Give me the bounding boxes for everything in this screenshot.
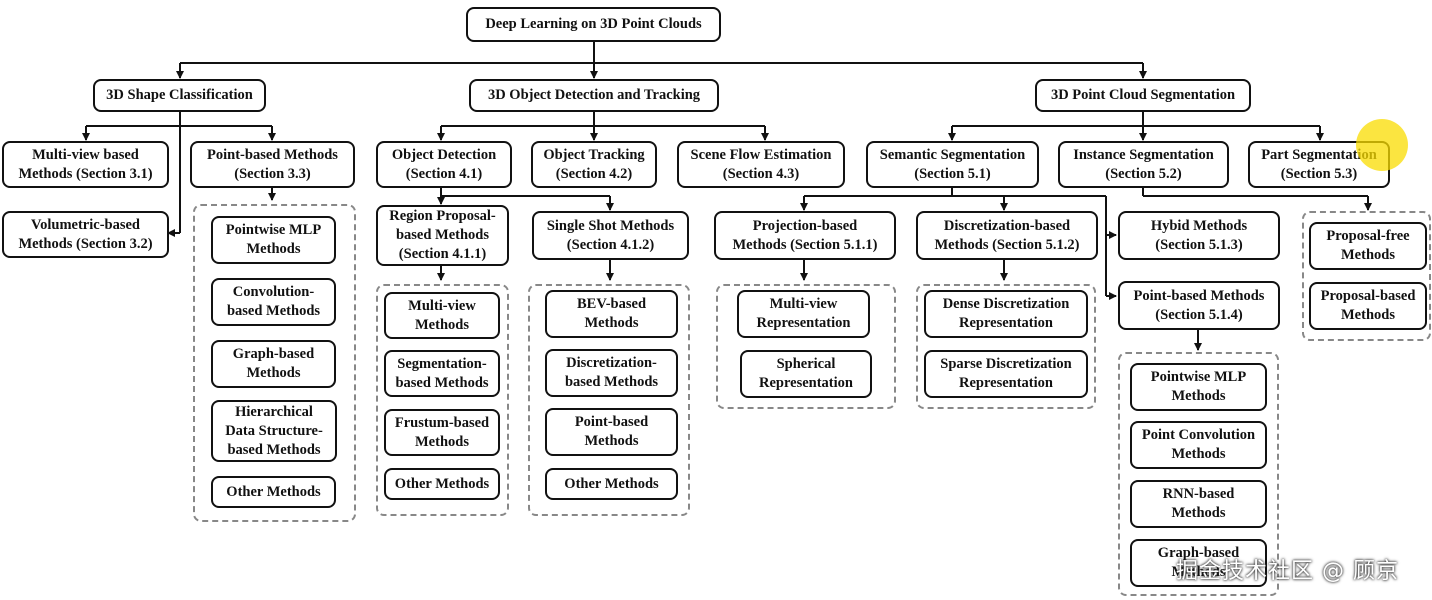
multiview-classification-node: Multi-view based Methods (Section 3.1) (2, 141, 169, 188)
point-based-classification-node: Point-based Methods (Section 3.3) (190, 141, 355, 188)
multiview-detection-node: Multi-view Methods (384, 292, 500, 339)
volumetric-classification-node: Volumetric-based Methods (Section 3.2) (2, 211, 169, 258)
region-proposal-methods-group (376, 284, 509, 516)
region-other-methods-node: Other Methods (384, 468, 500, 500)
dense-discretization-node: Dense Discretization Representation (924, 290, 1088, 338)
convolution-based-node: Convolution- based Methods (211, 278, 336, 326)
graph-based-node: Graph-based Methods (211, 340, 336, 388)
root-node: Deep Learning on 3D Point Clouds (466, 7, 721, 42)
single-shot-node: Single Shot Methods (Section 4.1.2) (532, 211, 689, 260)
watermark: 掘金技术社区 @ 顾京 (1176, 559, 1399, 584)
seg-point-methods-group (1118, 352, 1279, 596)
segmentation-based-detection-node: Segmentation- based Methods (384, 350, 500, 397)
discretization-based-node: Discretization-based Methods (Section 5.… (916, 211, 1098, 260)
region-proposal-node: Region Proposal- based Methods (Section … (376, 205, 509, 266)
seg-pointwise-mlp-node: Pointwise MLP Methods (1130, 363, 1267, 411)
sparse-discretization-node: Sparse Discretization Representation (924, 350, 1088, 398)
seg-graph-based-node: Graph-based Methods (1130, 539, 1267, 587)
projection-methods-group (716, 284, 896, 409)
frustum-based-node: Frustum-based Methods (384, 409, 500, 456)
proposal-based-node: Proposal-based Methods (1309, 282, 1427, 330)
discretization-detection-node: Discretization- based Methods (545, 349, 678, 397)
single-shot-methods-group (528, 284, 690, 516)
single-shot-other-methods-node: Other Methods (545, 468, 678, 500)
proposal-free-node: Proposal-free Methods (1309, 222, 1427, 270)
semantic-segmentation-node: Semantic Segmentation (Section 5.1) (866, 141, 1039, 188)
discretization-methods-group (916, 284, 1096, 409)
point-based-segmentation-node: Point-based Methods (Section 5.1.4) (1118, 281, 1280, 330)
point-based-detection-node: Point-based Methods (545, 408, 678, 456)
hierarchical-node: Hierarchical Data Structure- based Metho… (211, 400, 337, 462)
point-convolution-node: Point Convolution Methods (1130, 421, 1267, 469)
multiview-representation-node: Multi-view Representation (737, 290, 870, 338)
instance-segmentation-node: Instance Segmentation (Section 5.2) (1058, 141, 1229, 188)
point-cloud-segmentation-node: 3D Point Cloud Segmentation (1035, 79, 1251, 112)
shape-point-methods-group (193, 204, 356, 522)
spherical-representation-node: Spherical Representation (740, 350, 872, 398)
bev-based-node: BEV-based Methods (545, 290, 678, 338)
shape-classification-node: 3D Shape Classification (93, 79, 266, 112)
rnn-based-node: RNN-based Methods (1130, 480, 1267, 528)
detection-tracking-node: 3D Object Detection and Tracking (469, 79, 719, 112)
cursor-highlight (1356, 119, 1408, 171)
scene-flow-node: Scene Flow Estimation (Section 4.3) (677, 141, 845, 188)
projection-based-node: Projection-based Methods (Section 5.1.1) (714, 211, 896, 260)
pointwise-mlp-node: Pointwise MLP Methods (211, 216, 336, 264)
instance-methods-group (1302, 211, 1431, 341)
object-tracking-node: Object Tracking (Section 4.2) (531, 141, 657, 188)
other-methods-node: Other Methods (211, 476, 336, 508)
object-detection-node: Object Detection (Section 4.1) (376, 141, 512, 188)
hybrid-methods-node: Hybid Methods (Section 5.1.3) (1118, 211, 1280, 260)
